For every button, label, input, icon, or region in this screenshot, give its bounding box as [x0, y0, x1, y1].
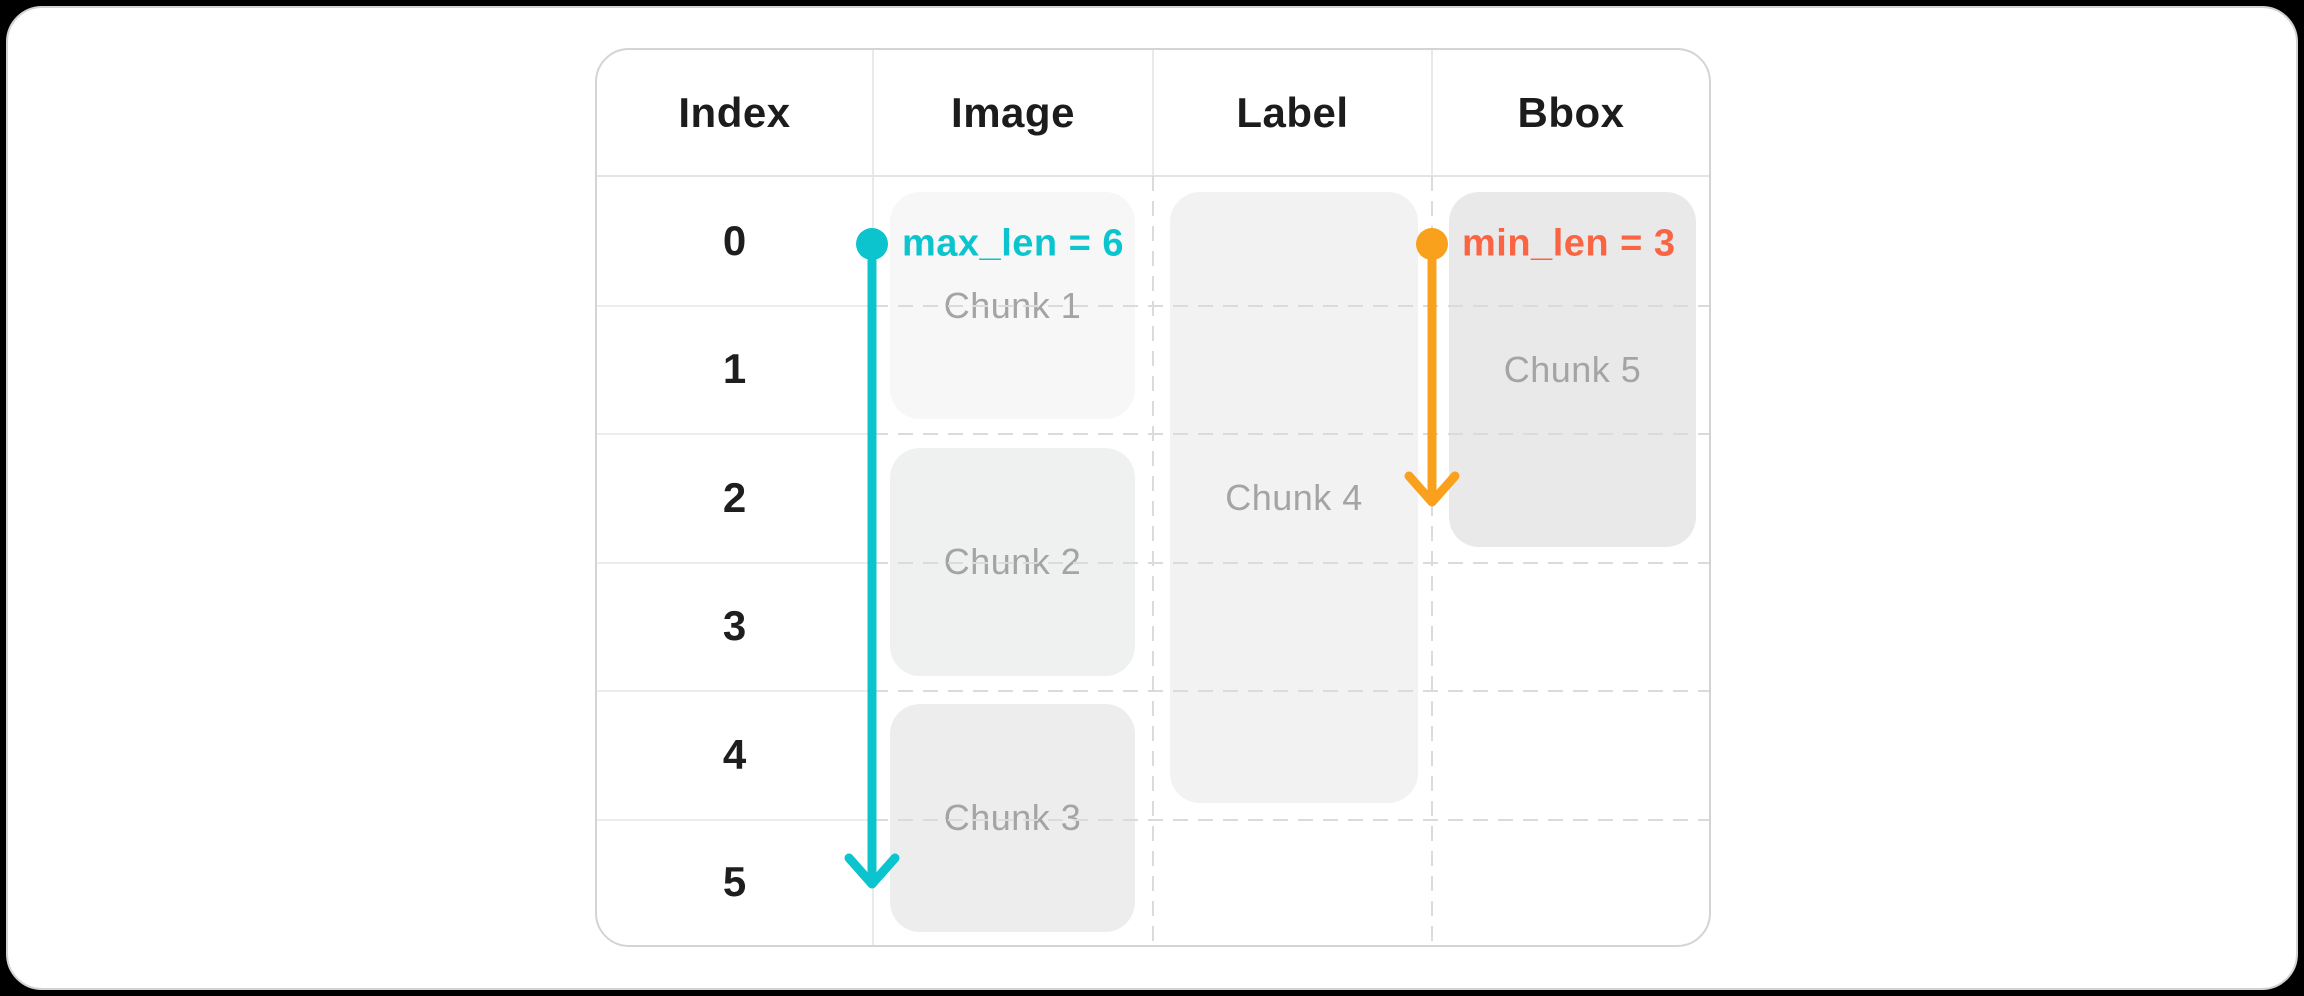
index-cell-4: 4	[597, 690, 872, 819]
divider-image-label-header	[1152, 50, 1154, 175]
chunk-block-4: Chunk 4	[1170, 192, 1418, 803]
index-value-1: 1	[722, 345, 747, 392]
index-value-5: 5	[722, 858, 747, 905]
column-header-image-label: Image	[951, 89, 1075, 136]
index-value-3: 3	[722, 602, 747, 649]
row-divider-0-dashed	[873, 305, 1709, 307]
min-len-annotation: min_len = 3	[1462, 222, 1676, 265]
column-header-image: Image	[874, 50, 1152, 176]
divider-label-bbox-dashed	[1431, 176, 1433, 945]
row-divider-4-dashed	[873, 819, 1709, 821]
column-header-bbox-label: Bbox	[1517, 89, 1625, 136]
column-header-index: Index	[597, 50, 872, 176]
row-divider-3-dashed	[873, 690, 1709, 692]
row-divider-2-solid	[597, 562, 873, 564]
row-divider-4-solid	[597, 819, 873, 821]
index-cell-2: 2	[597, 433, 872, 562]
row-divider-1-dashed	[873, 433, 1709, 435]
chunk-block-5: Chunk 5	[1449, 192, 1696, 547]
row-divider-1-solid	[597, 433, 873, 435]
column-header-bbox: Bbox	[1433, 50, 1709, 176]
chunk-4-label: Chunk 4	[1225, 476, 1363, 518]
index-value-2: 2	[722, 473, 747, 521]
index-cell-5: 5	[597, 819, 872, 945]
max-len-annotation: max_len = 6	[902, 222, 1125, 265]
index-cell-0: 0	[597, 176, 872, 305]
chunk-2-label: Chunk 2	[943, 541, 1082, 582]
row-divider-3-solid	[597, 690, 873, 692]
index-value-4: 4	[722, 730, 747, 778]
column-header-label-label: Label	[1236, 89, 1349, 136]
chunk-table-border	[595, 48, 1711, 947]
index-cell-3: 3	[597, 562, 872, 690]
max-len-arrow-icon	[844, 228, 900, 889]
row-divider-0-solid	[597, 305, 873, 307]
divider-label-bbox-header	[1431, 50, 1433, 175]
divider-image-label-dashed	[1152, 176, 1154, 945]
column-header-index-label: Index	[678, 89, 791, 136]
column-header-label: Label	[1154, 50, 1431, 176]
index-cell-1: 1	[597, 305, 872, 433]
row-divider-2-dashed	[873, 562, 1709, 564]
index-value-0: 0	[722, 216, 747, 264]
chunk-block-3: Chunk 3	[890, 704, 1135, 932]
min-len-arrow-icon	[1404, 228, 1460, 507]
chunk-3-label: Chunk 3	[943, 797, 1082, 838]
chunk-5-label: Chunk 5	[1503, 348, 1642, 390]
